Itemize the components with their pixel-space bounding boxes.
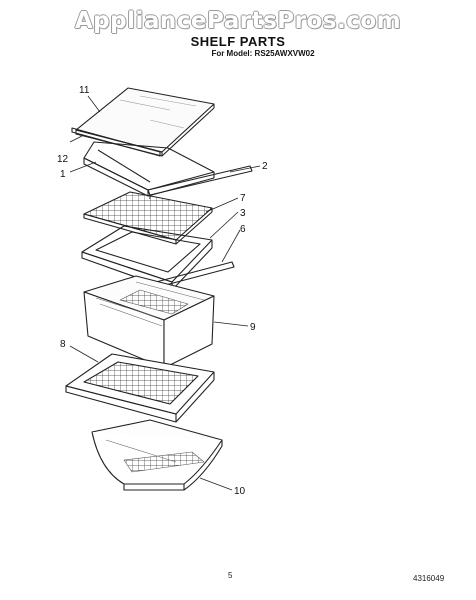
part-8-cover xyxy=(65,353,215,423)
part-9-crisper-drawer xyxy=(83,275,215,369)
part-12-trim xyxy=(71,127,161,157)
callout-2: 2 xyxy=(262,161,268,172)
callout-9: 9 xyxy=(250,322,256,333)
callout-6: 6 xyxy=(240,224,246,235)
callout-7: 7 xyxy=(240,193,246,204)
part-7-cover-insert xyxy=(83,191,213,245)
page-number: 5 xyxy=(228,571,233,580)
callout-3: 3 xyxy=(240,208,246,219)
watermark-logo: AppliancePartsPros.com xyxy=(74,8,402,34)
callout-1: 1 xyxy=(60,169,66,180)
callout-10: 10 xyxy=(234,486,246,497)
part-10-lower-drawer xyxy=(91,419,223,491)
callout-8: 8 xyxy=(60,339,66,350)
callout-11: 11 xyxy=(79,85,90,96)
part-1-shelf-frame xyxy=(83,141,215,197)
callout-12: 12 xyxy=(57,154,69,165)
callout-labels: 11 12 1 2 7 3 6 9 8 10 xyxy=(57,85,268,497)
part-11-glass-shelf xyxy=(75,87,215,157)
model-subtitle: For Model: RS25AWXVW02 xyxy=(211,49,315,58)
leader-lines xyxy=(69,95,261,491)
document-number: 4316049 xyxy=(413,574,445,583)
page-title: SHELF PARTS xyxy=(190,34,286,49)
